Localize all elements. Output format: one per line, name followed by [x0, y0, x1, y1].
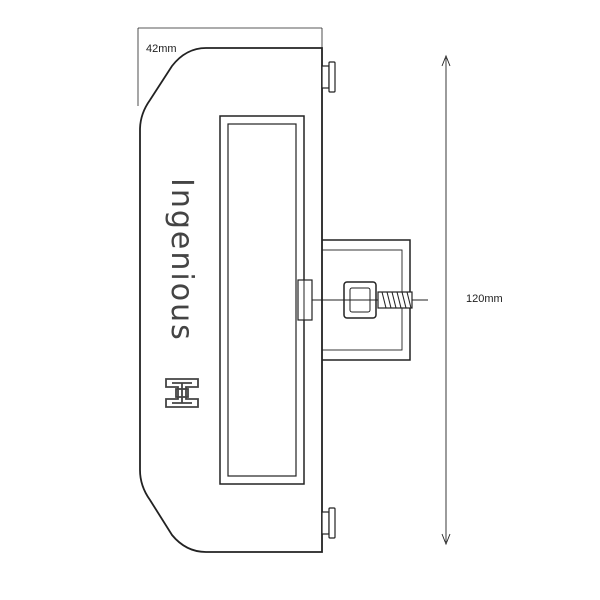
- rod-threads: [381, 291, 412, 309]
- logo-icon: [165, 378, 199, 408]
- threaded-rod-icon: [312, 291, 428, 309]
- bolt-top-head: [328, 61, 336, 93]
- bolt-bottom-head: [328, 507, 336, 539]
- bracket-body: [139, 47, 323, 553]
- bolt-top-washer: [321, 65, 330, 89]
- bolt-icon: [321, 507, 336, 539]
- width-dimension: [137, 27, 323, 106]
- height-arrow-top: [441, 54, 451, 67]
- height-arrow-bottom: [441, 533, 451, 546]
- height-label: 120mm: [466, 293, 503, 305]
- logo-center: [175, 388, 189, 398]
- height-dimension: [441, 54, 451, 546]
- bolt-bottom-washer: [321, 511, 330, 535]
- logo-outer: [165, 378, 199, 408]
- clamp-insert: [297, 279, 313, 321]
- logo-inner: [172, 382, 192, 404]
- brand-name: Ingenious: [164, 178, 199, 342]
- width-label: 42mm: [146, 43, 177, 55]
- slot-outer: [219, 115, 305, 485]
- slot-inner: [227, 123, 297, 477]
- bolt-icon: [321, 61, 336, 93]
